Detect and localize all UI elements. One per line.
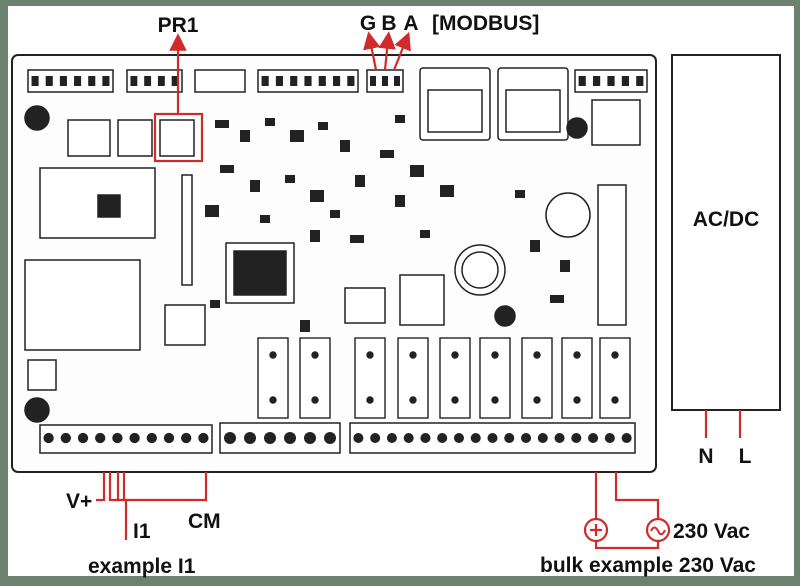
modbus-a-label: A bbox=[403, 12, 418, 35]
pr1-label: PR1 bbox=[158, 14, 199, 37]
relays bbox=[257, 337, 631, 419]
acdc-module bbox=[671, 54, 781, 411]
acdc-label: AC/DC bbox=[693, 208, 760, 231]
center-components bbox=[164, 99, 641, 346]
l-label: L bbox=[739, 445, 752, 468]
rj45-ports bbox=[427, 89, 561, 133]
modbus-a-arrow bbox=[392, 31, 411, 71]
i1-label: I1 bbox=[133, 520, 151, 543]
modbus-b-arrow bbox=[378, 31, 396, 71]
example-i1-label: example I1 bbox=[88, 555, 196, 578]
vac-wiring bbox=[583, 472, 671, 550]
cm-label: CM bbox=[188, 510, 221, 533]
left-modules bbox=[24, 105, 195, 423]
modbus-b-label: B bbox=[381, 12, 396, 35]
modbus-g-arrow bbox=[363, 31, 381, 71]
vplus-label: V+ bbox=[66, 490, 92, 513]
top-connectors bbox=[27, 67, 648, 141]
n-label: N bbox=[698, 445, 713, 468]
modbus-label: [MODBUS] bbox=[432, 12, 539, 35]
vac230-label: 230 Vac bbox=[673, 520, 750, 543]
modbus-g-label: G bbox=[360, 12, 376, 35]
bulk-example-label: bulk example 230 Vac bbox=[540, 554, 756, 577]
i1-wiring bbox=[96, 472, 208, 540]
